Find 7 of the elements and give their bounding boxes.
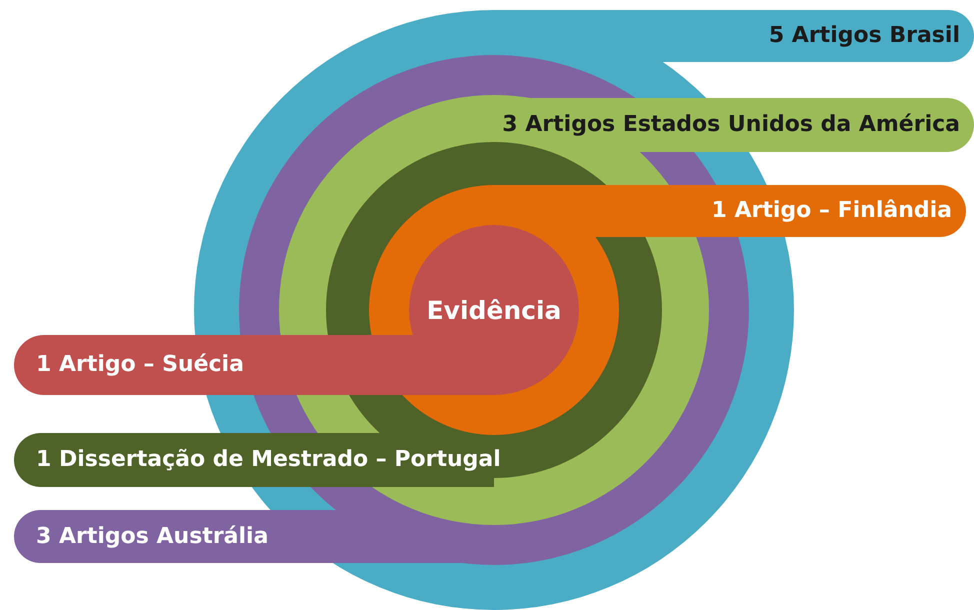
center-title: Evidência bbox=[426, 298, 562, 323]
category-label: 3 Artigos Austrália bbox=[36, 526, 268, 548]
category-label: 1 Dissertação de Mestrado – Portugal bbox=[36, 449, 501, 471]
category-label: 3 Artigos Estados Unidos da América bbox=[502, 114, 960, 136]
category-label: 5 Artigos Brasil bbox=[768, 25, 960, 47]
category-label: 1 Artigo – Finlândia bbox=[712, 200, 952, 222]
category-label: 1 Artigo – Suécia bbox=[36, 354, 244, 376]
